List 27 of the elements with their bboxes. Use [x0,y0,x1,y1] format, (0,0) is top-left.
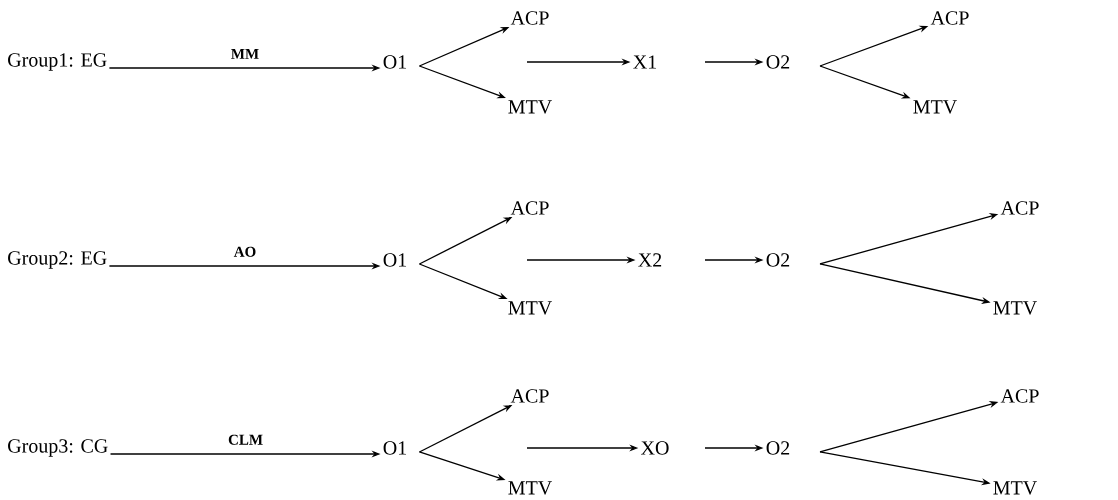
group-label: Group2: EG [8,251,107,269]
group-label: Group3: CG [8,439,108,457]
outcome-label: ACP [1000,201,1039,215]
stage-label: O1 [383,441,407,455]
outcome-label: ACP [510,201,549,215]
outcome-label: ACP [1000,389,1039,403]
edge-label: AO [233,246,256,257]
stage-label: O1 [383,253,407,267]
outcome-label: MTV [508,100,552,114]
stage-label: O2 [766,441,790,455]
outcome-label: ACP [930,11,969,25]
stage-label: XO [641,441,669,455]
stage-label: O2 [766,253,790,267]
outcome-label: MTV [508,481,552,495]
stage-label: X1 [633,55,656,69]
outcome-label: ACP [510,389,549,403]
edge-label: CLM [228,434,263,445]
stage-label: X2 [638,253,662,267]
outcome-label: MTV [508,301,552,315]
group-label: Group1: EG [8,53,107,71]
outcome-label: MTV [993,301,1037,315]
outcome-label: ACP [510,11,549,25]
edge-label: MM [231,48,259,59]
stage-label: O1 [383,55,407,69]
stage-label: O2 [766,55,790,69]
outcome-label: MTV [993,481,1037,495]
outcome-label: MTV [913,100,957,114]
